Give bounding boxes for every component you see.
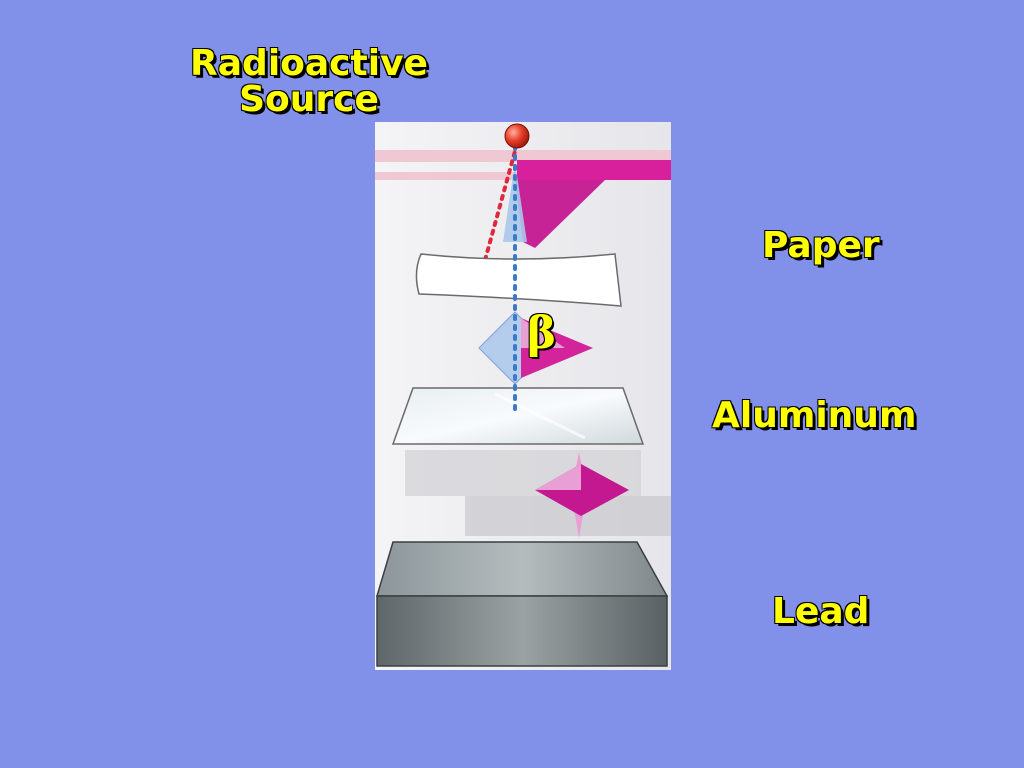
aluminum-reflection [494,392,586,440]
paper-label: Paper [762,225,880,266]
lead-label: Lead [772,591,870,632]
source-label-line1: Radioactive [190,43,428,84]
radioactive-source-ball [504,123,530,149]
source-stripe-1 [375,150,671,162]
aluminum-sheet [391,387,645,445]
beta-wave-2-light [521,318,565,348]
gamma-wave-3-light [535,464,581,490]
source-label-line2: Source [239,79,379,120]
gamma-wave-1 [503,162,527,242]
paper-sheet [415,253,622,307]
lead-block-top [375,541,669,597]
aluminum-label: Aluminum [712,395,917,436]
beta-wave-1 [515,180,605,248]
radioactive-source-label: Radioactive Source [168,46,450,118]
lead-block-front [376,595,668,667]
beta-symbol: β [527,308,557,359]
penetration-diagram [375,122,671,670]
beta-band [517,160,671,180]
